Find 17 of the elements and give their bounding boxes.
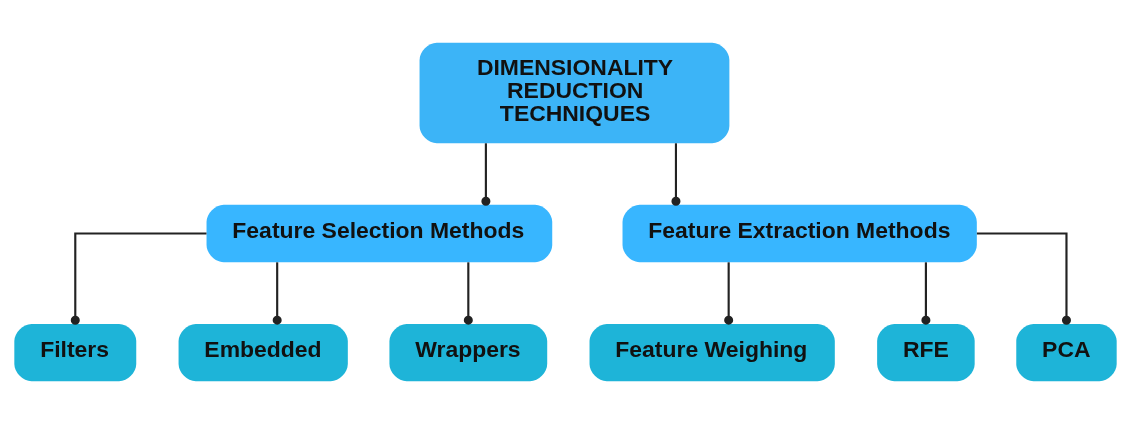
connector [724,261,734,325]
node-box: PCA [1016,323,1117,381]
node-box: Feature Extraction Methods [622,204,977,262]
node-box: Feature Weighing [589,323,835,381]
node-box: DIMENSIONALITY REDUCTION TECHNIQUES [419,42,730,143]
node-box: Feature Selection Methods [206,204,553,262]
node-box: RFE [877,323,975,381]
connector [272,261,282,325]
node-box: Wrappers [389,323,548,381]
connector [921,261,931,325]
connector [481,142,491,206]
connector [70,231,207,325]
connector [671,142,681,206]
connector [976,231,1071,325]
connector [463,261,473,325]
node-box: Filters [14,323,137,381]
node-box: Embedded [178,323,348,381]
